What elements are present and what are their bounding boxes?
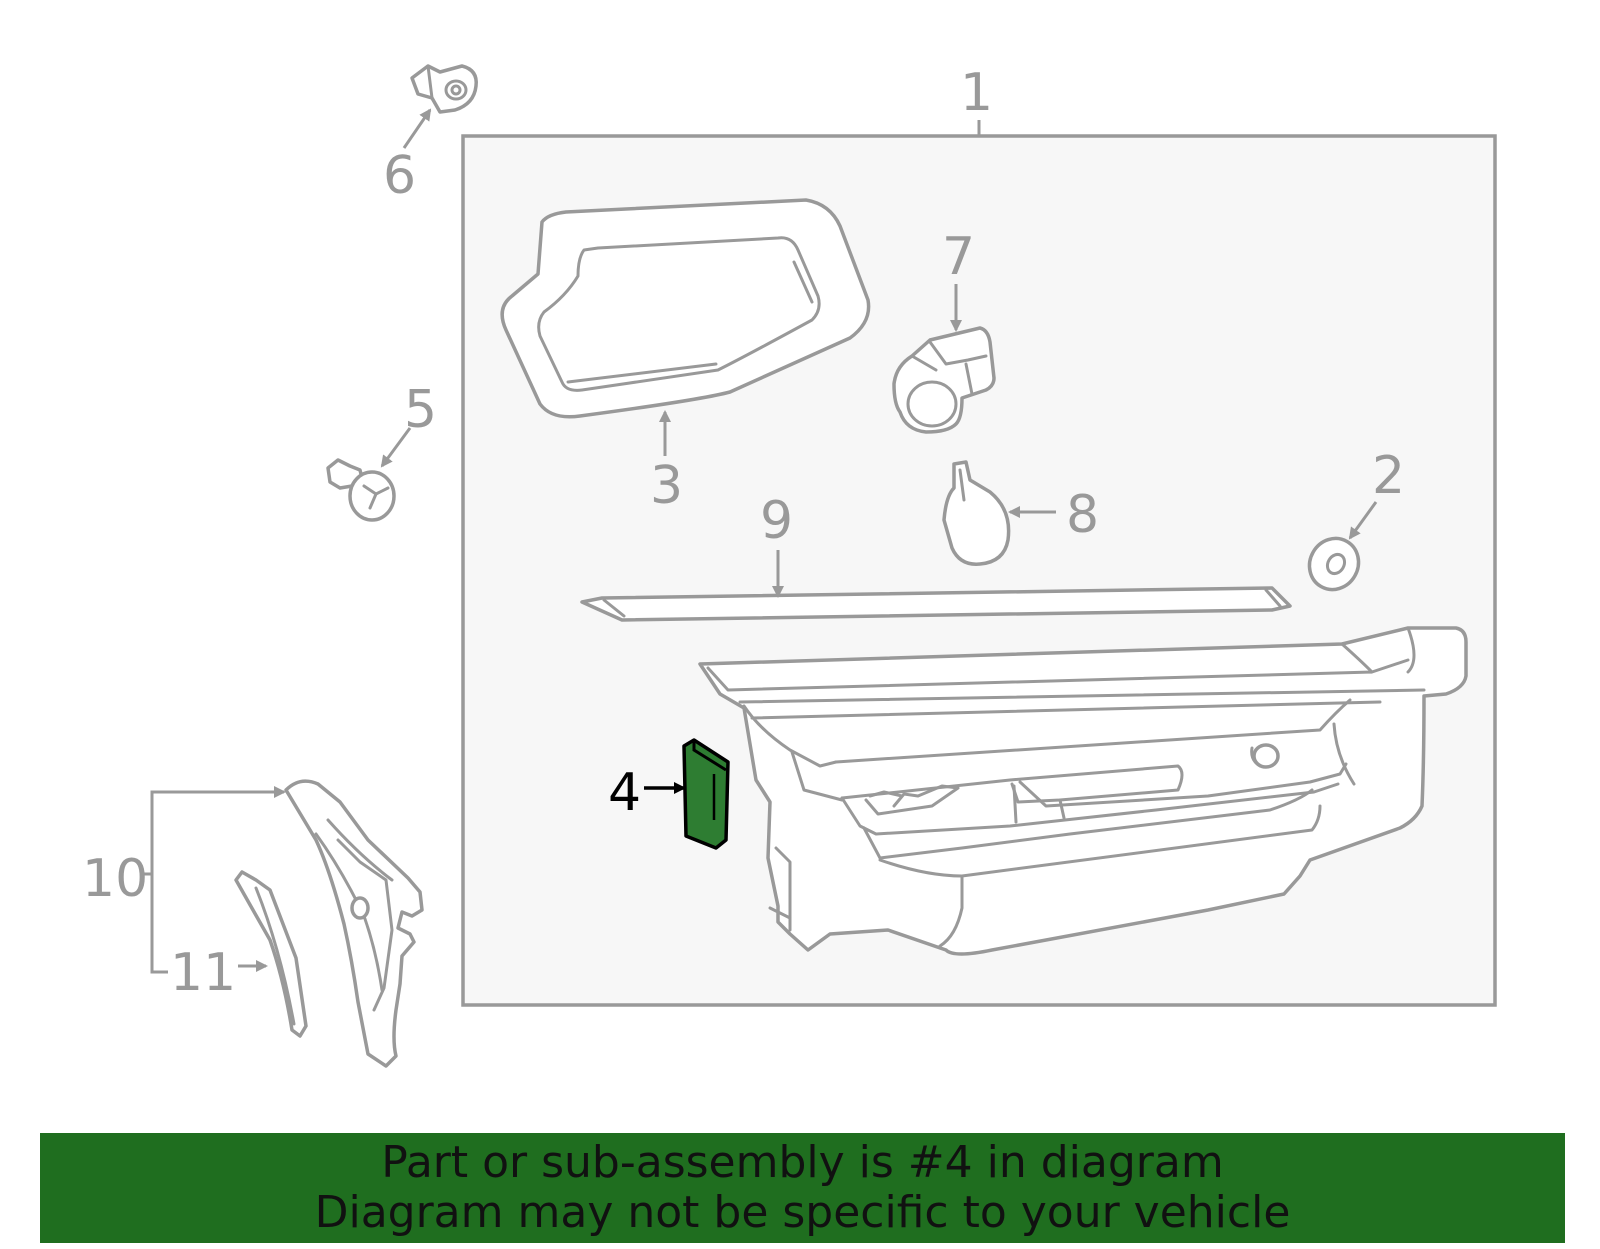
part-5-screw bbox=[326, 458, 396, 522]
callout-2: 2 bbox=[1372, 446, 1405, 506]
leader-10 bbox=[150, 786, 286, 960]
callout-9: 9 bbox=[760, 491, 793, 551]
part-11-seal bbox=[234, 870, 308, 1038]
leader-2 bbox=[1348, 501, 1378, 540]
callout-6: 6 bbox=[383, 146, 416, 206]
callout-3: 3 bbox=[650, 456, 683, 516]
callout-10: 10 bbox=[82, 849, 148, 909]
info-banner: Part or sub-assembly is #4 in diagram Di… bbox=[40, 1133, 1565, 1243]
part-3-lamp-gasket bbox=[500, 198, 871, 419]
leader-5 bbox=[380, 427, 412, 468]
leader-6 bbox=[402, 108, 432, 149]
banner-line-2: Diagram may not be specific to your vehi… bbox=[314, 1187, 1291, 1238]
part-1-lamp-housing bbox=[698, 626, 1468, 956]
callout-1: 1 bbox=[960, 63, 993, 123]
part-6-clip bbox=[410, 64, 478, 114]
callout-4: 4 bbox=[608, 763, 641, 823]
leader-11 bbox=[150, 958, 168, 974]
part-4-highlighted bbox=[682, 738, 730, 850]
part-9-garnish bbox=[580, 586, 1292, 622]
callout-5: 5 bbox=[404, 380, 437, 440]
part-8-bulb bbox=[942, 460, 1011, 566]
part-7-socket bbox=[892, 326, 996, 434]
part-10-bracket bbox=[284, 779, 424, 1068]
callout-7: 7 bbox=[942, 227, 975, 287]
callout-11: 11 bbox=[170, 943, 236, 1003]
callout-8: 8 bbox=[1066, 485, 1099, 545]
part-2-nut bbox=[1307, 536, 1361, 592]
banner-line-1: Part or sub-assembly is #4 in diagram bbox=[381, 1137, 1224, 1188]
